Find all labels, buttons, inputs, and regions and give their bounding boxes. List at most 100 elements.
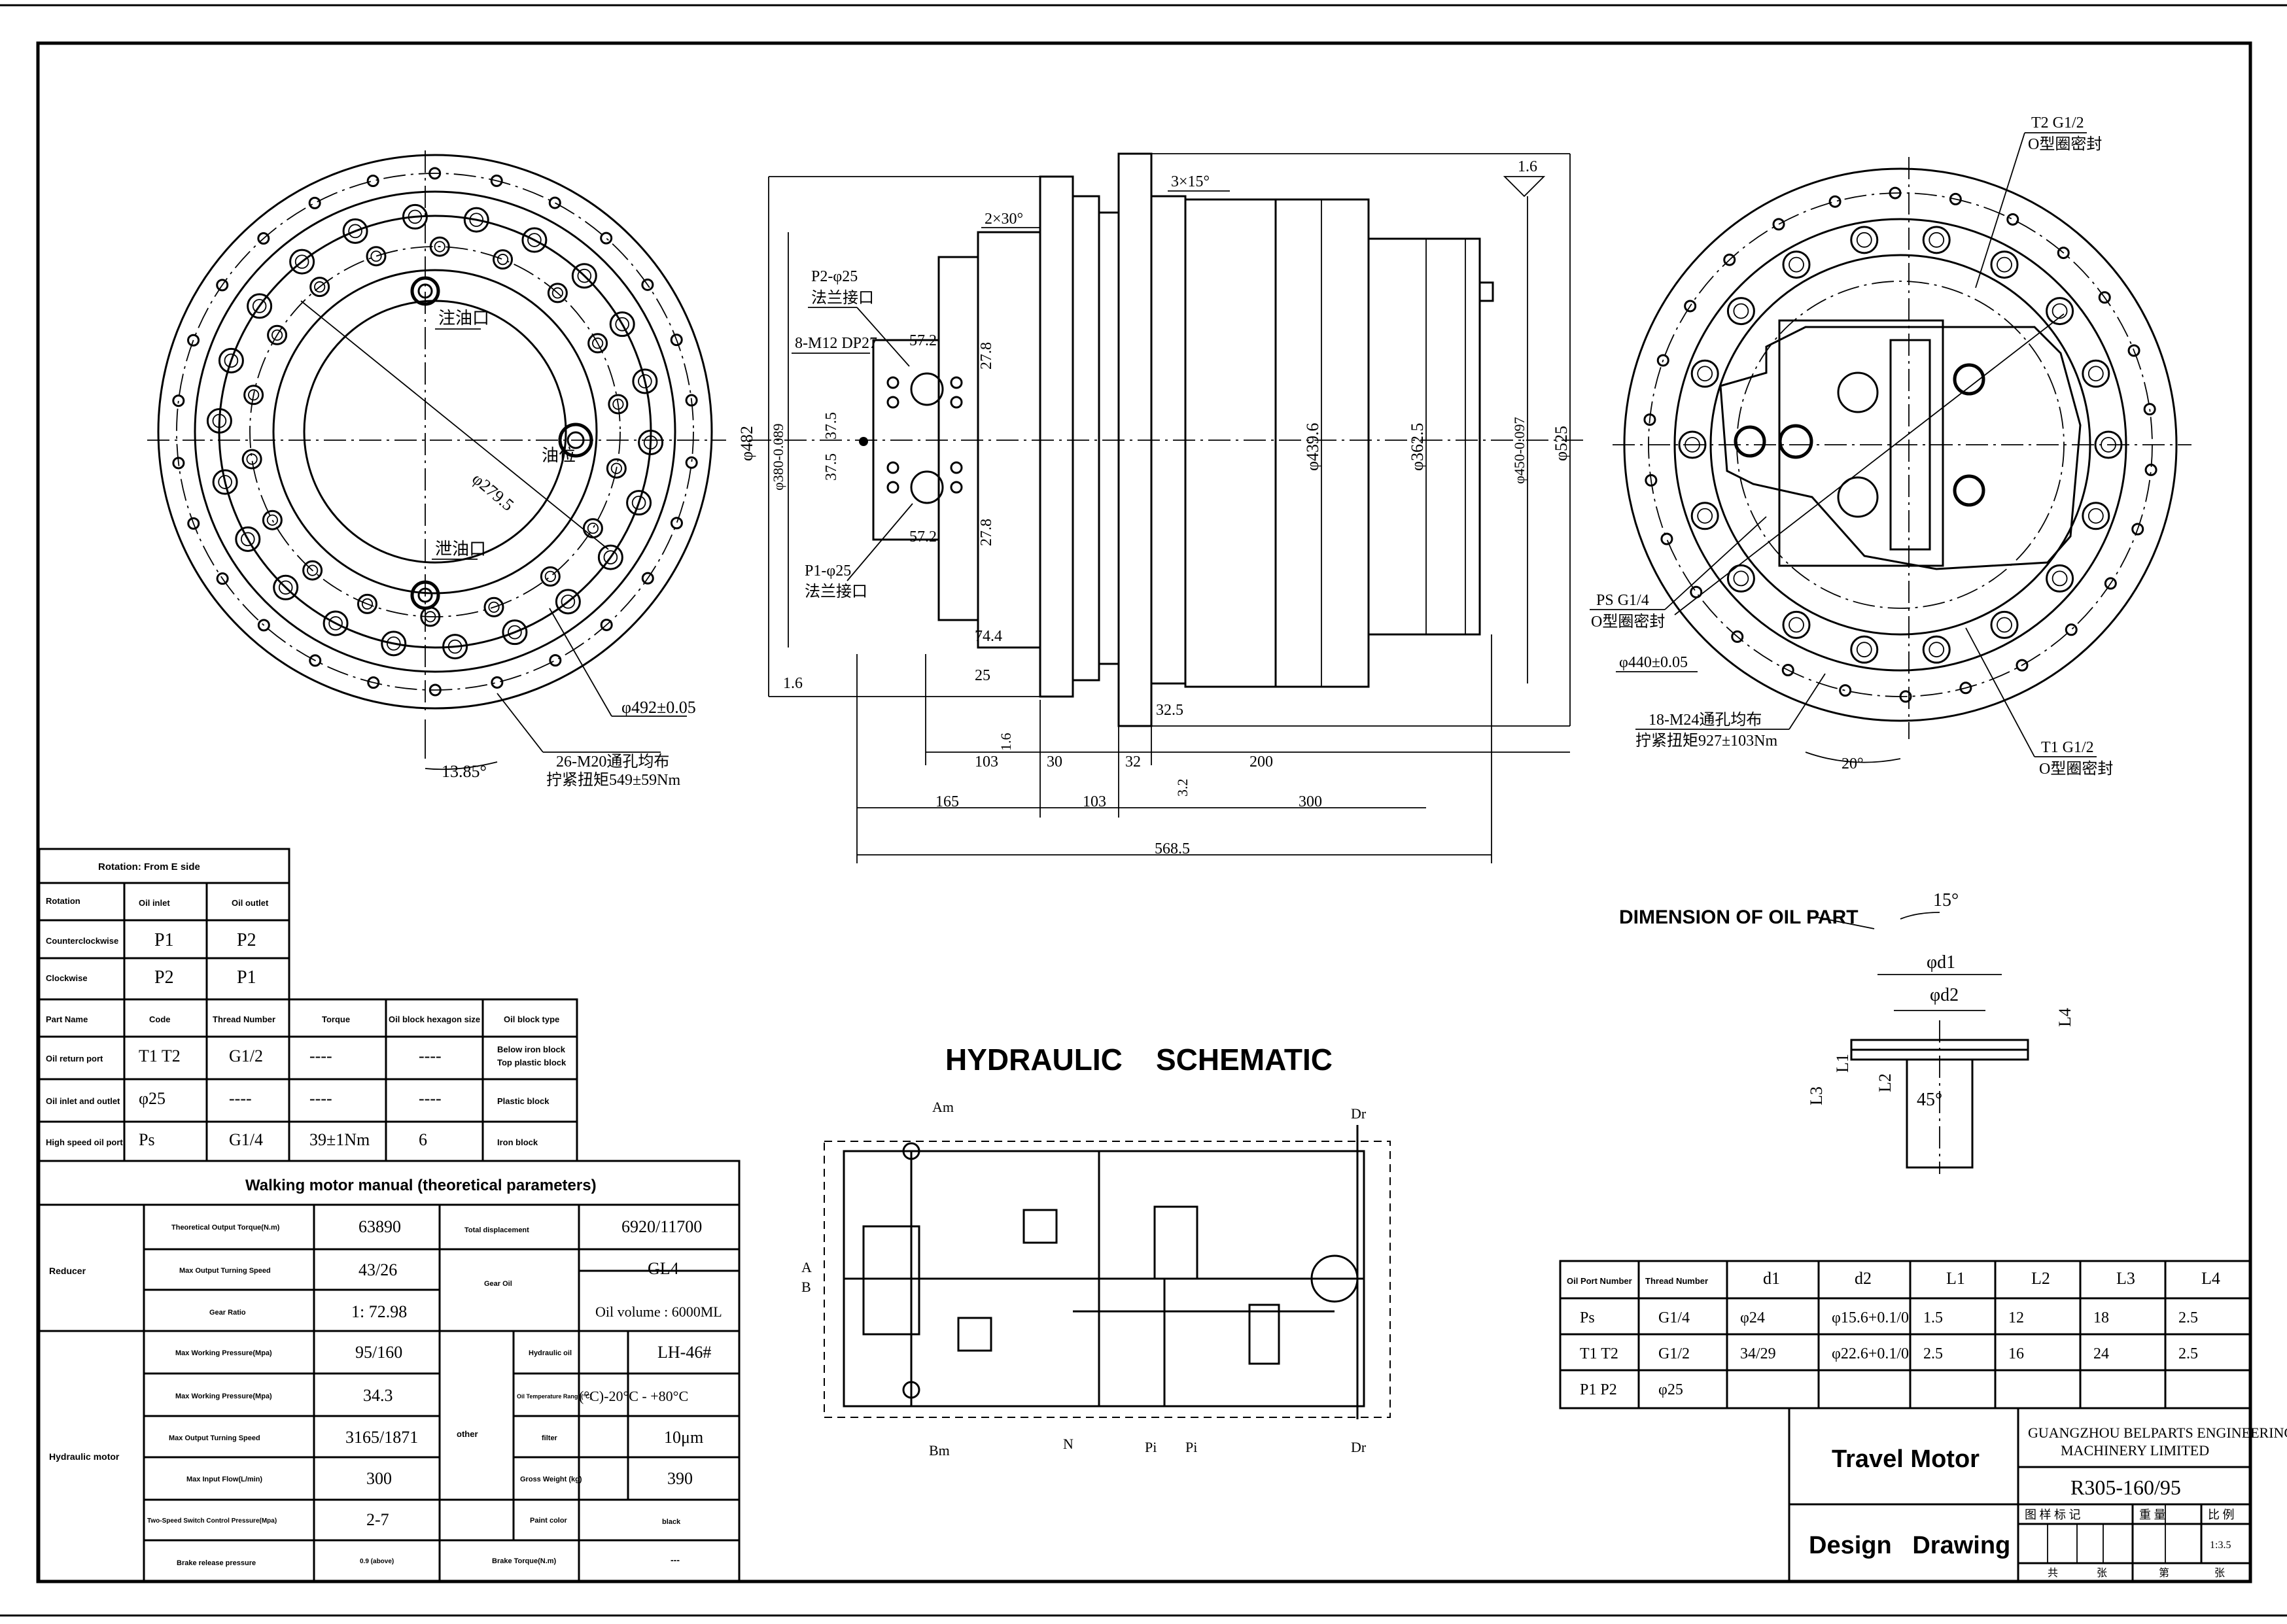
model-number: R305-160/95 [2070, 1476, 2181, 1499]
chamfer-3x15: 3×15° [1171, 173, 1210, 190]
dim-32: 32 [1125, 753, 1141, 770]
mount-hole [2046, 297, 2074, 326]
mount-hole [381, 631, 407, 657]
p1-label: P1-φ25 [805, 562, 851, 579]
bolt-hole [2104, 577, 2117, 590]
port-bm: Bm [929, 1442, 950, 1459]
rot-r1-c0: Clockwise [46, 973, 88, 983]
rot-h0: Rotation [46, 896, 80, 906]
port-cell: Ps [139, 1130, 155, 1149]
mount-hole [218, 347, 244, 373]
bolt-hole [1656, 354, 1669, 367]
oil-port-header: L2 [2031, 1269, 2050, 1288]
tb-weight: 重 量 [2139, 1508, 2166, 1521]
d440-label: φ440±0.05 [1619, 654, 1688, 671]
ratio-label: Gear Ratio [209, 1309, 246, 1317]
tb-page: 第 [2159, 1567, 2169, 1579]
m12-label: 8-M12 DP27 [795, 335, 877, 352]
mount-hole [235, 526, 261, 552]
mount-hole [1678, 430, 1707, 459]
mount-hole-bore [469, 213, 484, 227]
port-am: Am [932, 1099, 954, 1115]
mount-hole-bore [2051, 303, 2068, 319]
mount-hole [597, 544, 623, 570]
mount-hole-bore [2101, 437, 2116, 453]
bolt-hole [367, 676, 380, 689]
paint-value: black [662, 1518, 681, 1526]
bolt-hole [670, 517, 683, 530]
bolt-hole [548, 196, 561, 209]
inner-hole-bore [248, 389, 260, 401]
ratio-value: 1: 72.98 [351, 1302, 407, 1321]
bolt-hole [641, 278, 654, 291]
mount-hole-bore [278, 580, 293, 595]
pressure-label: Max Working Pressure(Mpa) [175, 1349, 272, 1357]
port-cell: Oil inlet and outlet [46, 1096, 120, 1106]
rot-r1-c2: P1 [237, 967, 256, 988]
oil-level-port [558, 423, 593, 458]
mount-hole-bore [212, 413, 227, 428]
oil-port-cell: Ps [1580, 1309, 1595, 1326]
bolt-hole [490, 174, 503, 187]
mount-hole [1782, 610, 1811, 639]
inner-hole-bore [592, 337, 604, 349]
dia-492-label: φ492±0.05 [621, 698, 696, 717]
tb-total: 共 [2048, 1567, 2058, 1579]
mount-hole [571, 263, 597, 289]
left-torque-label: 拧紧扭矩549±59Nm [546, 771, 681, 789]
bolt-hole [1949, 192, 1962, 205]
inner-hole [587, 333, 608, 354]
company-line1: GUANGZHOU BELPARTS ENGINEERING [2028, 1425, 2287, 1441]
bolt-hole [1839, 684, 1852, 697]
chamfer-2x30: 2×30° [985, 211, 1023, 228]
d380: φ380-0.089 [770, 423, 786, 491]
mount-hole [402, 203, 428, 230]
company-line2: MACHINERY LIMITED [2061, 1442, 2209, 1459]
mount-hole-bore [1697, 366, 1713, 382]
dim-57-top: 57.2 [909, 332, 937, 349]
dim-103a: 103 [975, 753, 998, 770]
oil-port-header: Oil Port Number [1567, 1276, 1632, 1286]
mount-hole [442, 634, 468, 660]
mount-hole-bore [508, 625, 522, 640]
mount-hole [2094, 430, 2123, 459]
mount-hole [289, 249, 315, 275]
torque-label: Theoretical Output Torque(N.m) [171, 1224, 280, 1232]
tb-sheets: 张 [2097, 1567, 2107, 1579]
oil-level-label: 油位 [542, 446, 576, 465]
angle-20-label: 20° [1842, 755, 1864, 772]
port-h3: Torque [322, 1014, 350, 1024]
mount-hole [2082, 359, 2110, 388]
port-h5: Oil block type [504, 1014, 559, 1024]
mount-hole-bore [603, 550, 618, 564]
roughness-top: 1.6 [1518, 158, 1537, 175]
inner-hole [429, 236, 450, 257]
inner-hole [493, 249, 514, 270]
rot-r0-c2: P2 [237, 930, 256, 950]
inner-hole [582, 518, 603, 539]
bolt-hole [187, 334, 200, 347]
port-cell: ---- [419, 1046, 442, 1065]
bolt-hole [2144, 463, 2157, 476]
speed-value: 43/26 [358, 1260, 397, 1279]
roughness-bottom2: 3.2 [1174, 779, 1191, 797]
mount-hole-bore [1856, 232, 1872, 248]
oil-port-cell: G1/4 [1658, 1309, 1690, 1326]
inner-hole-bore [612, 398, 624, 410]
inner-hole-bore [314, 281, 326, 293]
bolt-hole [1828, 195, 1842, 208]
oil-port-header: d1 [1763, 1269, 1780, 1288]
oil-port-cell: φ15.6+0.1/0 [1832, 1309, 1909, 1326]
oil-part-detail: DIMENSION OF OIL PART φd1 φd2 15° L1 L2 … [1619, 890, 2074, 1174]
bolt-hole [641, 572, 654, 585]
mount-hole [638, 429, 664, 455]
d439: φ439.6 [1303, 423, 1322, 471]
bolt-hole [2016, 659, 2029, 672]
mount-hole-bore [615, 317, 629, 332]
turn-value: 3165/1871 [345, 1428, 418, 1447]
mount-hole [1726, 297, 1755, 326]
bolt-hole [187, 517, 200, 530]
bolt-hole [257, 232, 270, 245]
pressure-value: 95/160 [355, 1343, 402, 1362]
p1-note: 法兰接口 [805, 583, 867, 600]
